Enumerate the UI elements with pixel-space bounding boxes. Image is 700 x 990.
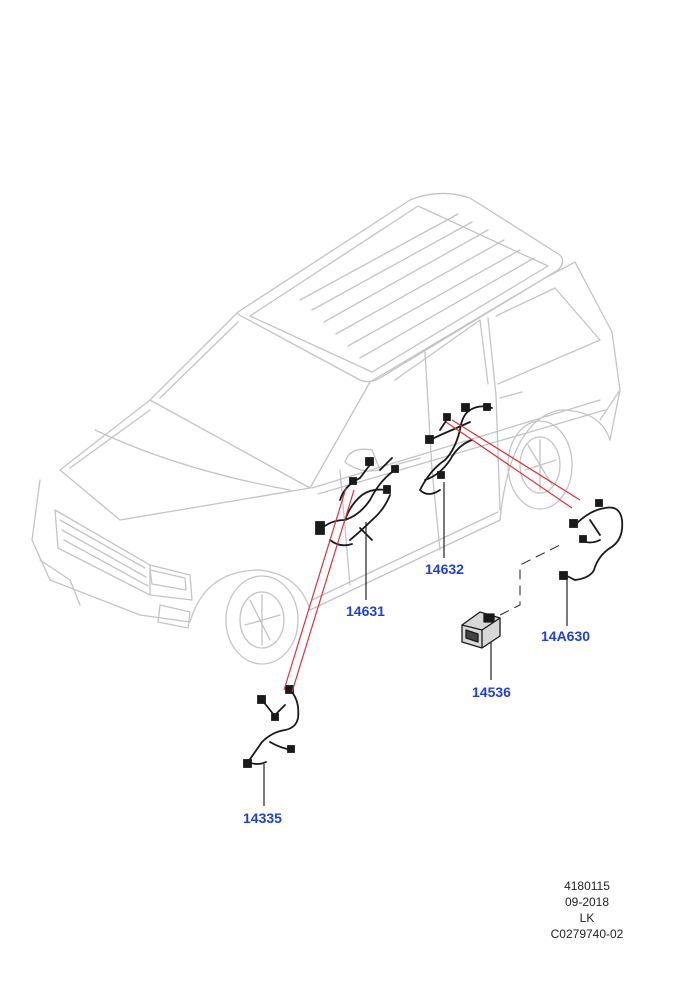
- callout-14A630[interactable]: 14A630: [541, 628, 591, 644]
- vehicle-outline-icon: [31, 192, 621, 665]
- dashed-link-line: [499, 544, 561, 616]
- metadata-line-3: LK: [579, 911, 595, 925]
- metadata-line-1: 4180115: [564, 879, 610, 893]
- callout-14632[interactable]: 14632: [425, 561, 464, 577]
- metadata-line-2: 09-2018: [564, 895, 610, 909]
- callout-14631[interactable]: 14631: [346, 603, 385, 619]
- front-door-harness-detail-icon[interactable]: [243, 685, 300, 768]
- leader-lines: [263, 482, 568, 806]
- drawing-metadata: 4180115 09-2018 LK C0279740-02: [542, 879, 632, 941]
- rear-door-harness-icon[interactable]: [419, 403, 493, 495]
- reference-lines: [283, 419, 581, 693]
- front-door-harness-icon[interactable]: [315, 457, 399, 547]
- rear-door-harness-detail-icon[interactable]: [559, 499, 624, 581]
- callout-14335[interactable]: 14335: [243, 810, 282, 826]
- connector-icon[interactable]: [461, 611, 501, 649]
- metadata-line-4: C0279740-02: [550, 927, 624, 941]
- callout-14536[interactable]: 14536: [472, 684, 511, 700]
